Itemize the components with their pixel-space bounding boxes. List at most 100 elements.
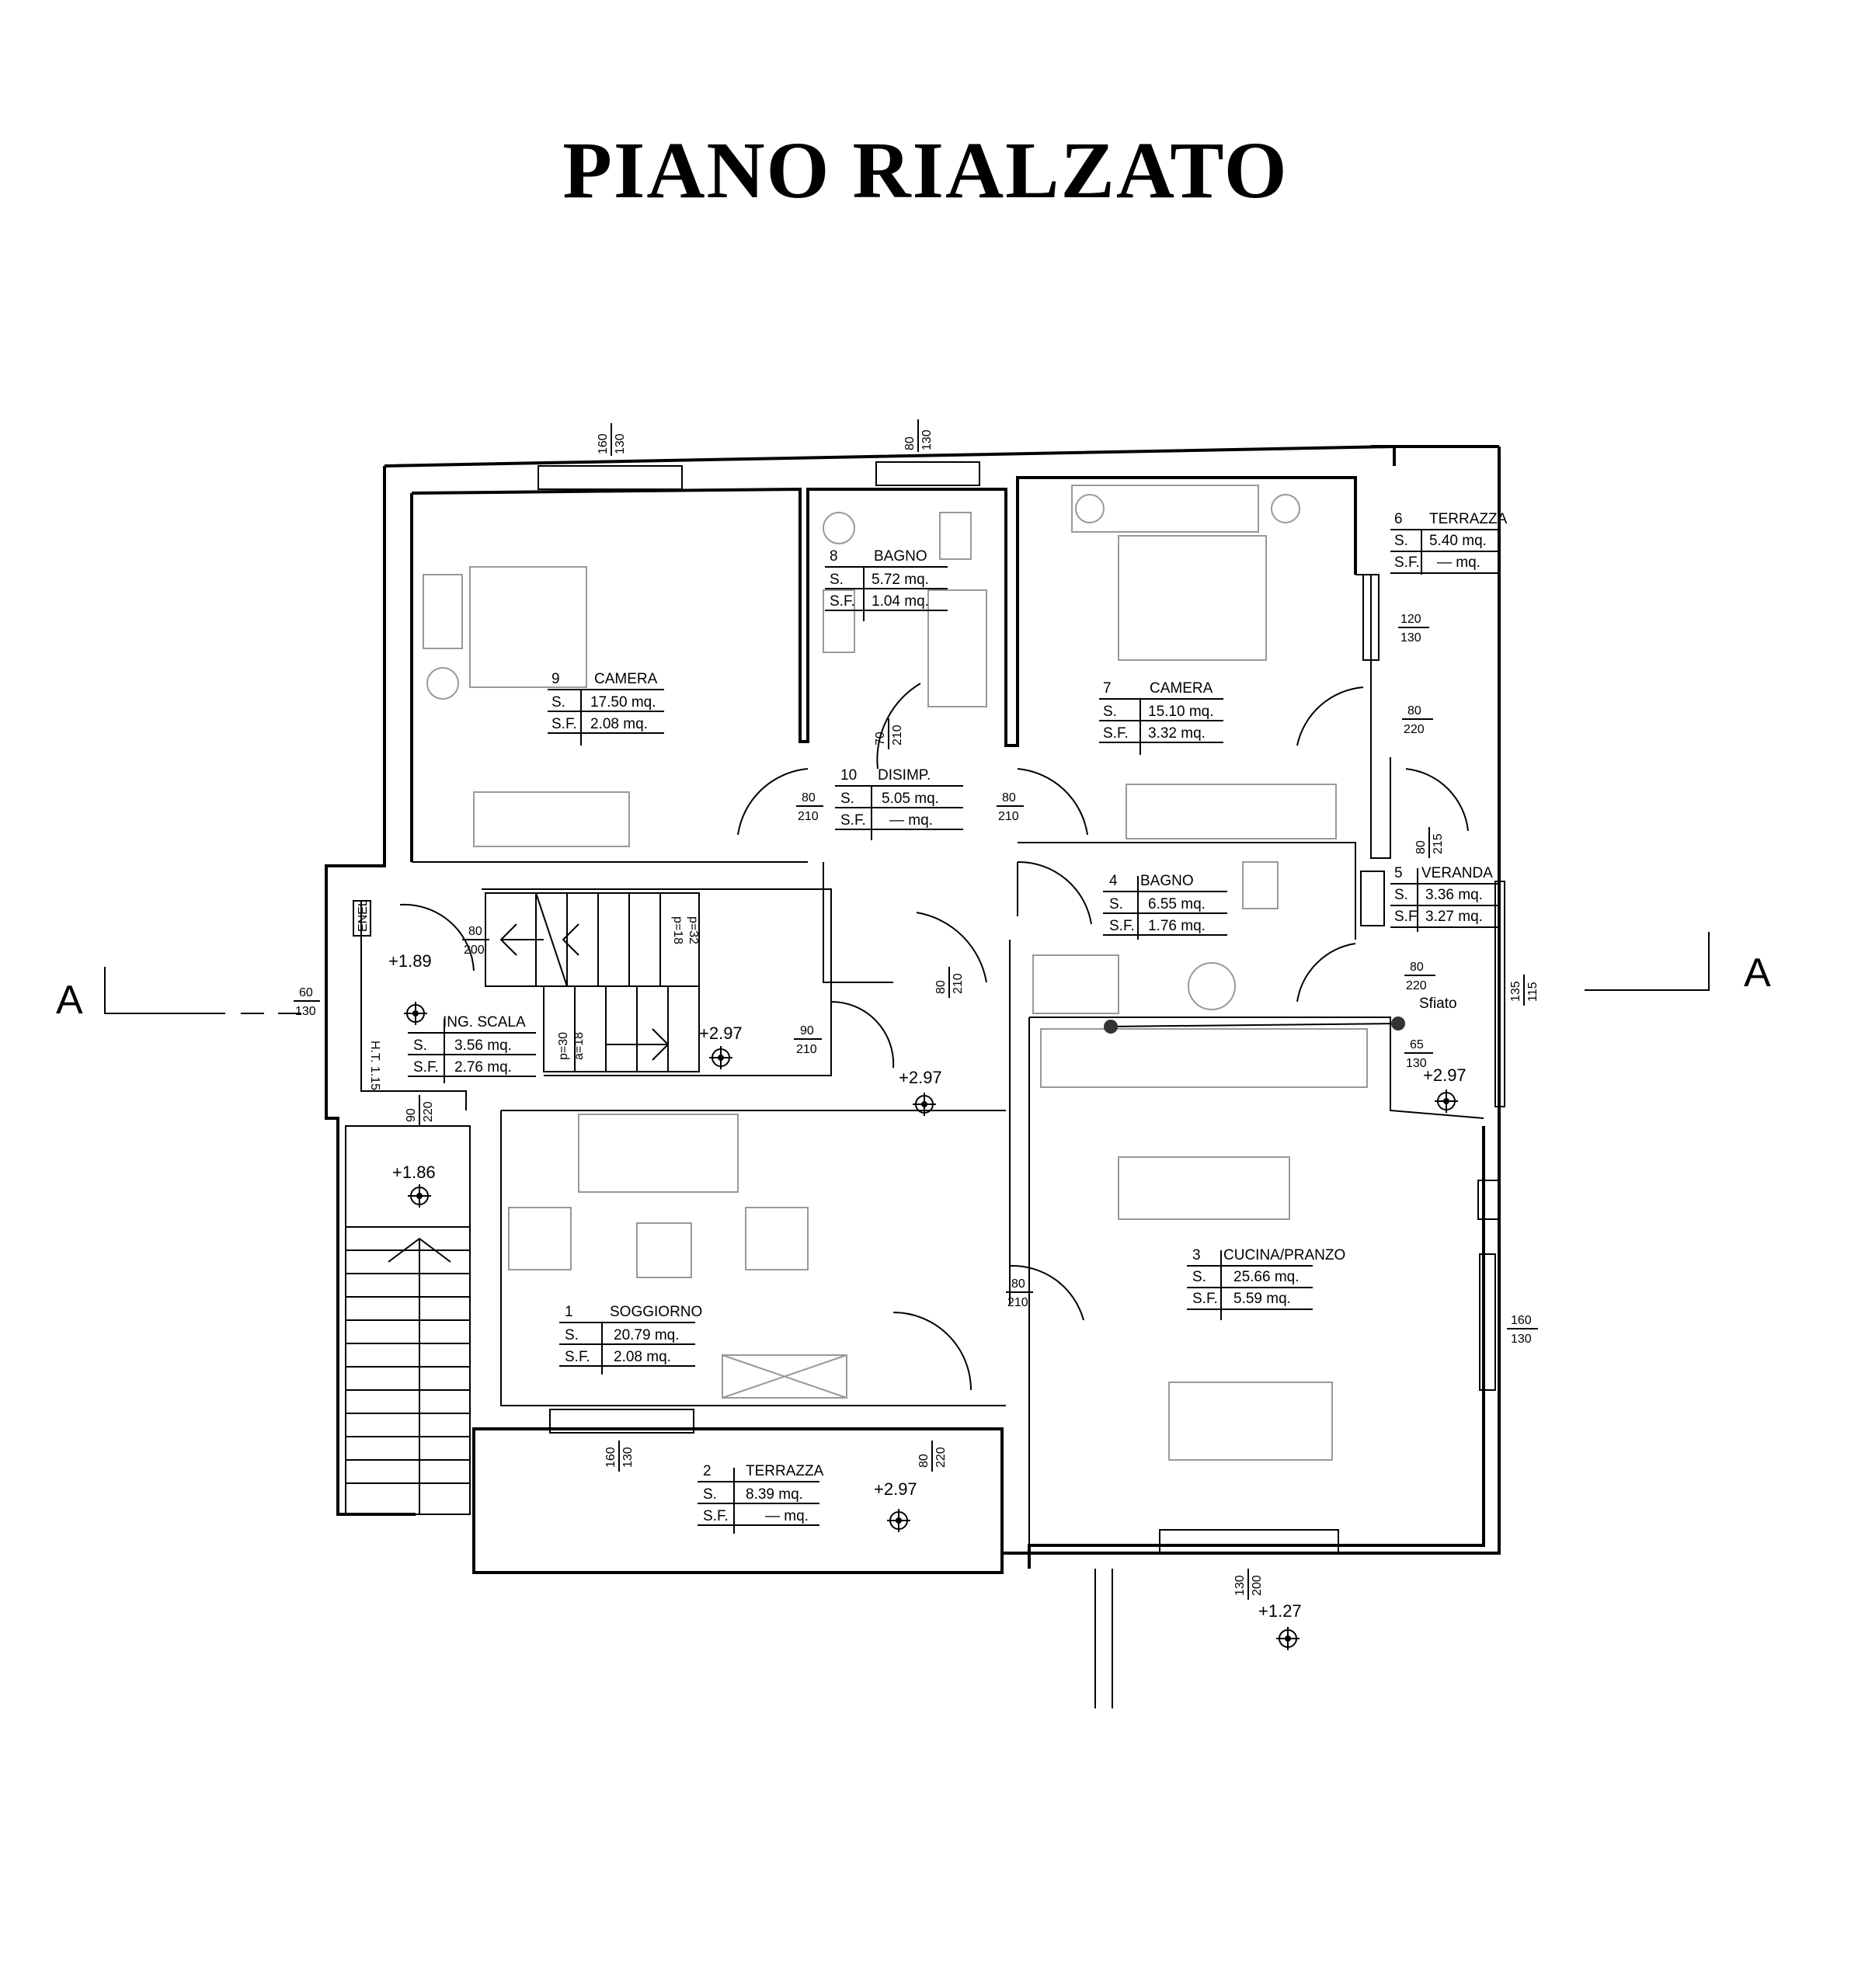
opening-top: 80	[1002, 791, 1016, 805]
room-number: 2	[703, 1463, 712, 1479]
opening-bottom: 130	[1406, 1057, 1427, 1070]
room-s-value: 5.72 mq.	[872, 572, 929, 588]
room-name: BAGNO	[1140, 873, 1194, 889]
room-s-value: 15.10 mq.	[1148, 704, 1214, 720]
room-label-veranda-5: 5 VERANDA S. 3.36 mq. S.F. 3.27 mq.	[1390, 865, 1499, 932]
section-marker-left: A	[56, 978, 83, 1023]
opening-bottom: 200	[1251, 1575, 1264, 1596]
room-sf-key: S.F.	[1109, 918, 1135, 934]
opening-top: 90	[800, 1024, 814, 1037]
room-number: 4	[1109, 873, 1118, 889]
sfiato-label: Sfiato	[1419, 996, 1457, 1012]
opening-top: 90	[405, 1108, 418, 1122]
opening-top: 80	[1414, 840, 1428, 854]
opening-top: 60	[299, 986, 313, 999]
room-label-bagno-4: 4 BAGNO S. 6.55 mq. S.F. 1.76 mq.	[1103, 873, 1227, 940]
room-s-value: 6.55 mq.	[1148, 896, 1206, 912]
interior-walls	[360, 574, 1484, 1545]
room-s-key: S.	[1192, 1269, 1206, 1285]
room-sf-key: S.F.	[1394, 909, 1420, 925]
room-s-key: S.	[413, 1037, 427, 1054]
room-label-soggiorno-1: 1 SOGGIORNO S. 20.79 mq. S.F. 2.08 mq.	[559, 1304, 702, 1375]
room-number: 10	[840, 767, 857, 784]
opening-bottom: 130	[920, 429, 934, 450]
level-marker: +1.89	[388, 951, 432, 971]
opening-bottom: 130	[614, 433, 627, 454]
room-s-key: S.	[703, 1486, 717, 1503]
room-number: 1	[565, 1304, 573, 1320]
opening-top: 80	[1407, 704, 1421, 718]
room-sf-value: — mq.	[889, 812, 933, 829]
doors	[399, 683, 1469, 1391]
room-s-key: S.	[830, 572, 844, 588]
opening-top: 80	[1410, 961, 1424, 974]
opening-bottom: 220	[1406, 979, 1427, 992]
room-name: ING. SCALA	[443, 1014, 526, 1030]
opening-dimensions: 160 130 80 130 120 130 80 220 70 210 80 …	[294, 419, 1540, 1600]
interior-stair	[485, 892, 700, 1072]
room-sf-value: 3.27 mq.	[1425, 909, 1483, 925]
room-label-camera-7: 7 CAMERA S. 15.10 mq. S.F. 3.32 mq.	[1099, 680, 1223, 755]
stair-labels: p=18 p=32 p=30 a=18	[557, 916, 700, 1060]
opening-bottom: 220	[1404, 723, 1425, 736]
opening-top: 80	[1011, 1277, 1025, 1291]
room-name: VERANDA	[1421, 865, 1493, 881]
room-sf-key: S.F.	[1394, 554, 1420, 571]
room-sf-key: S.F.	[703, 1508, 729, 1524]
opening-top: 160	[597, 433, 610, 454]
opening-bottom: 210	[796, 1043, 817, 1056]
opening-bottom: 130	[1511, 1333, 1532, 1346]
opening-bottom: 200	[464, 944, 485, 957]
room-label-terrazza-2: 2 TERRAZZA S. 8.39 mq. S.F. — mq.	[698, 1463, 824, 1534]
opening-top: 130	[1233, 1575, 1247, 1596]
stair-label: p=18	[671, 916, 684, 944]
room-s-value: 3.56 mq.	[454, 1037, 512, 1054]
room-sf-key: S.F.	[840, 812, 866, 829]
room-name: CAMERA	[1150, 680, 1213, 697]
room-name: CUCINA/PRANZO	[1223, 1247, 1345, 1263]
level-marker: +1.27	[1258, 1601, 1302, 1621]
room-label-ing-scala: ING. SCALA S. 3.56 mq. S.F. 2.76 mq.	[408, 1014, 536, 1083]
opening-bottom: 210	[952, 973, 965, 994]
room-sf-value: 2.08 mq.	[614, 1349, 671, 1365]
room-number: 7	[1103, 680, 1112, 697]
room-s-value: 5.05 mq.	[882, 791, 939, 807]
room-label-cucina-pranzo-3: 3 CUCINA/PRANZO S. 25.66 mq. S.F. 5.59 m…	[1187, 1247, 1345, 1320]
opening-bottom: 130	[1400, 631, 1421, 645]
opening-bottom: 220	[422, 1101, 435, 1122]
room-name: DISIMP.	[878, 767, 931, 784]
room-label-terrazza-6: 6 TERRAZZA S. 5.40 mq. S.F. — mq.	[1390, 511, 1508, 575]
page-title: PIANO RIALZATO	[562, 126, 1289, 215]
room-s-key: S.	[1103, 704, 1117, 720]
opening-bottom: 130	[295, 1005, 316, 1018]
room-sf-key: S.F.	[1103, 725, 1129, 742]
room-s-value: 17.50 mq.	[590, 694, 656, 711]
room-s-key: S.	[551, 694, 565, 711]
room-s-value: 5.40 mq.	[1429, 533, 1487, 549]
room-sf-value: — mq.	[1437, 554, 1480, 571]
opening-bottom: 210	[891, 725, 904, 746]
opening-bottom: 210	[1007, 1296, 1028, 1309]
room-label-bagno-8: 8 BAGNO S. 5.72 mq. S.F. 1.04 mq.	[825, 548, 948, 621]
enel-note: ENEL	[357, 899, 370, 932]
level-marker: +2.97	[899, 1068, 942, 1087]
stair-label: p=32	[687, 916, 700, 944]
room-sf-key: S.F.	[413, 1059, 439, 1076]
room-s-value: 8.39 mq.	[746, 1486, 803, 1503]
room-sf-key: S.F.	[1192, 1291, 1218, 1307]
level-marker: +1.86	[392, 1163, 436, 1182]
room-label-camera-9: 9 CAMERA S. 17.50 mq. S.F. 2.08 mq.	[548, 671, 664, 746]
room-s-key: S.	[1394, 533, 1408, 549]
opening-top: 65	[1410, 1038, 1424, 1051]
room-name: CAMERA	[594, 671, 658, 687]
stair-label: a=18	[572, 1032, 586, 1060]
enel-label: ENEL	[357, 899, 370, 932]
stair-label: p=30	[557, 1032, 570, 1060]
opening-bottom: 115	[1526, 982, 1540, 1002]
opening-top: 80	[468, 925, 482, 938]
opening-top: 120	[1400, 613, 1421, 626]
outer-walls	[325, 444, 1501, 1574]
room-s-value: 20.79 mq.	[614, 1327, 680, 1343]
furniture	[353, 485, 1501, 1708]
outdoor-stair	[345, 1125, 471, 1515]
